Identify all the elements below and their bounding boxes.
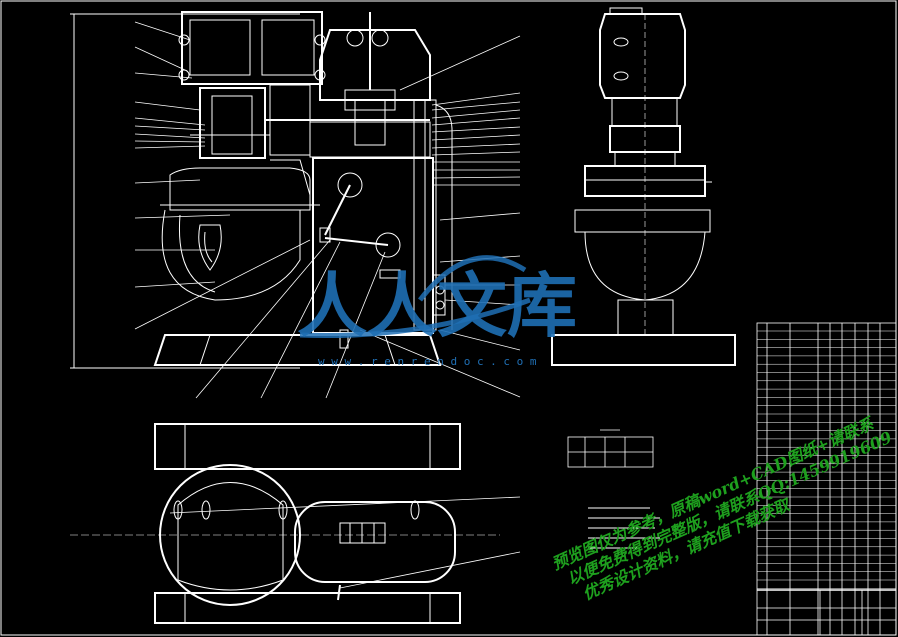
side-view (551, 7, 736, 366)
front-view-leaders-left (134, 21, 311, 330)
watermark-logo-text: 人人文库 (297, 265, 577, 347)
technical-notes (588, 507, 660, 549)
front-view-leaders-right (195, 35, 521, 399)
parts-list-rows (757, 330, 896, 589)
technical-table (567, 429, 654, 468)
front-section-view (70, 11, 453, 369)
top-view (70, 423, 521, 624)
watermark-site-url: w w w . r e n r e n d o c . c o m (318, 355, 537, 368)
parts-list-table (756, 322, 897, 636)
watermark-logo-swoosh (299, 255, 531, 339)
